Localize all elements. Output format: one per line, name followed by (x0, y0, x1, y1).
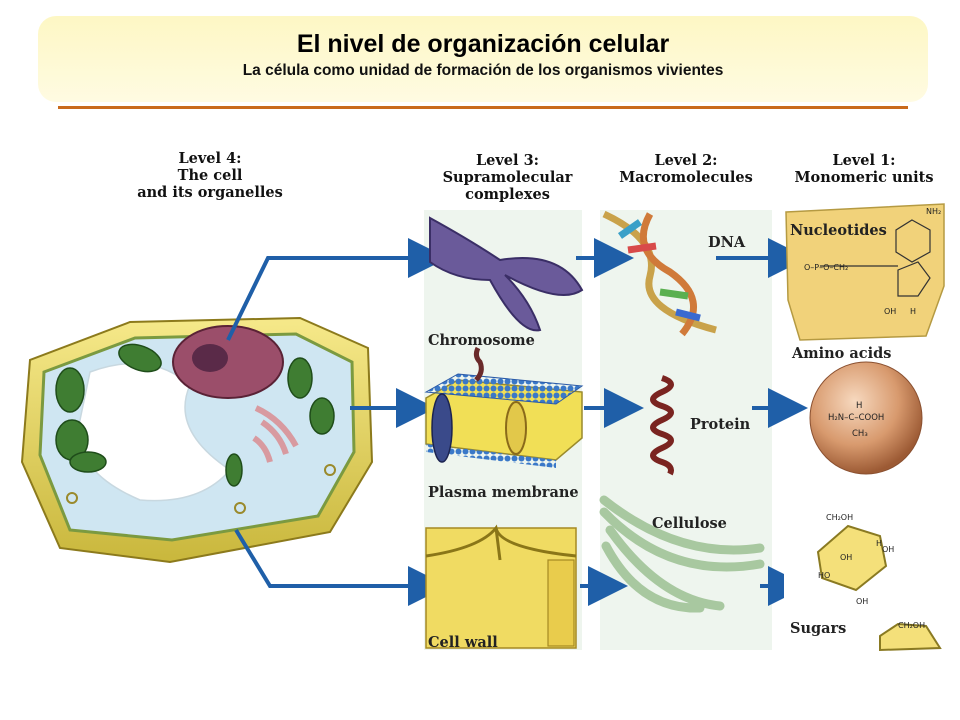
level-3-desc: complexes (465, 186, 550, 203)
svg-text:H: H (910, 307, 916, 316)
level-2-number: Level 2: (654, 152, 718, 169)
svg-text:H: H (876, 539, 882, 548)
svg-text:CH₃: CH₃ (852, 429, 868, 439)
svg-text:H: H (856, 401, 862, 411)
svg-text:H₂N–C–COOH: H₂N–C–COOH (828, 413, 884, 423)
level-1-number: Level 1: (832, 152, 896, 169)
label-protein: Protein (690, 416, 751, 433)
level-1-heading: Level 1: Monomeric units (784, 152, 944, 186)
chloroplasts (55, 343, 335, 487)
plasma-membrane-illustration (424, 346, 584, 468)
golgi (252, 405, 299, 463)
header-divider (58, 106, 908, 109)
label-sugars: Sugars (790, 620, 847, 637)
label-amino-acids: Amino acids (792, 345, 892, 362)
svg-text:CH₂OH: CH₂OH (898, 621, 925, 630)
svg-text:OH: OH (840, 553, 852, 562)
page-subtitle: La célula como unidad de formación de lo… (242, 62, 724, 79)
level-4-desc: and its organelles (137, 184, 283, 201)
plant-cell-illustration (20, 316, 374, 564)
level-3-heading: Level 3: Supramolecular complexes (425, 152, 590, 203)
svg-text:HO: HO (818, 571, 830, 580)
level-3-number: Level 3: (475, 152, 540, 169)
sugar-illustration: CH₂OH H OH OH HO OH CH₂OH (784, 508, 946, 652)
svg-text:O–P–O–CH₂: O–P–O–CH₂ (804, 263, 848, 272)
svg-text:OH: OH (856, 597, 868, 606)
page-title: El nivel de organización celular (296, 30, 670, 58)
svg-text:OH: OH (884, 307, 896, 316)
nucleotides-illustration: O–P–O–CH₂ NH₂ OH H (785, 203, 945, 341)
level-4-heading: Level 4: The cell and its organelles (120, 150, 300, 201)
svg-text:OH: OH (882, 545, 894, 554)
svg-text:NH₂: NH₂ (926, 207, 941, 216)
label-plasma-membrane: Plasma membrane (428, 484, 579, 501)
level-4-number: Level 4: (178, 150, 242, 167)
amino-acid-illustration: H H₂N–C–COOH CH₃ (809, 361, 923, 475)
cell-wall-illustration (425, 524, 577, 649)
label-dna: DNA (708, 234, 746, 251)
chromosome-illustration (429, 216, 584, 332)
level-2-name: Macromolecules (619, 169, 753, 186)
arrow-cell-to-wall (234, 528, 448, 606)
label-chromosome: Chromosome (428, 332, 535, 349)
level-4-name: The cell (177, 167, 243, 184)
label-nucleotides: Nucleotides (790, 222, 887, 239)
level-3-name: Supramolecular (442, 169, 573, 186)
svg-text:CH₂OH: CH₂OH (826, 513, 853, 522)
dna-illustration (602, 210, 717, 337)
label-cellulose: Cellulose (652, 515, 727, 532)
cellulose-illustration (599, 495, 765, 613)
nucleus (172, 325, 284, 399)
level-1-name: Monomeric units (794, 169, 934, 186)
header-banner: El nivel de organización celular La célu… (38, 16, 928, 102)
cell-wall-pits (66, 464, 336, 514)
protein-illustration (650, 375, 674, 476)
label-cell-wall: Cell wall (428, 634, 498, 651)
level-2-heading: Level 2: Macromolecules (606, 152, 766, 186)
arrow-cell-to-chromosome (226, 238, 448, 341)
